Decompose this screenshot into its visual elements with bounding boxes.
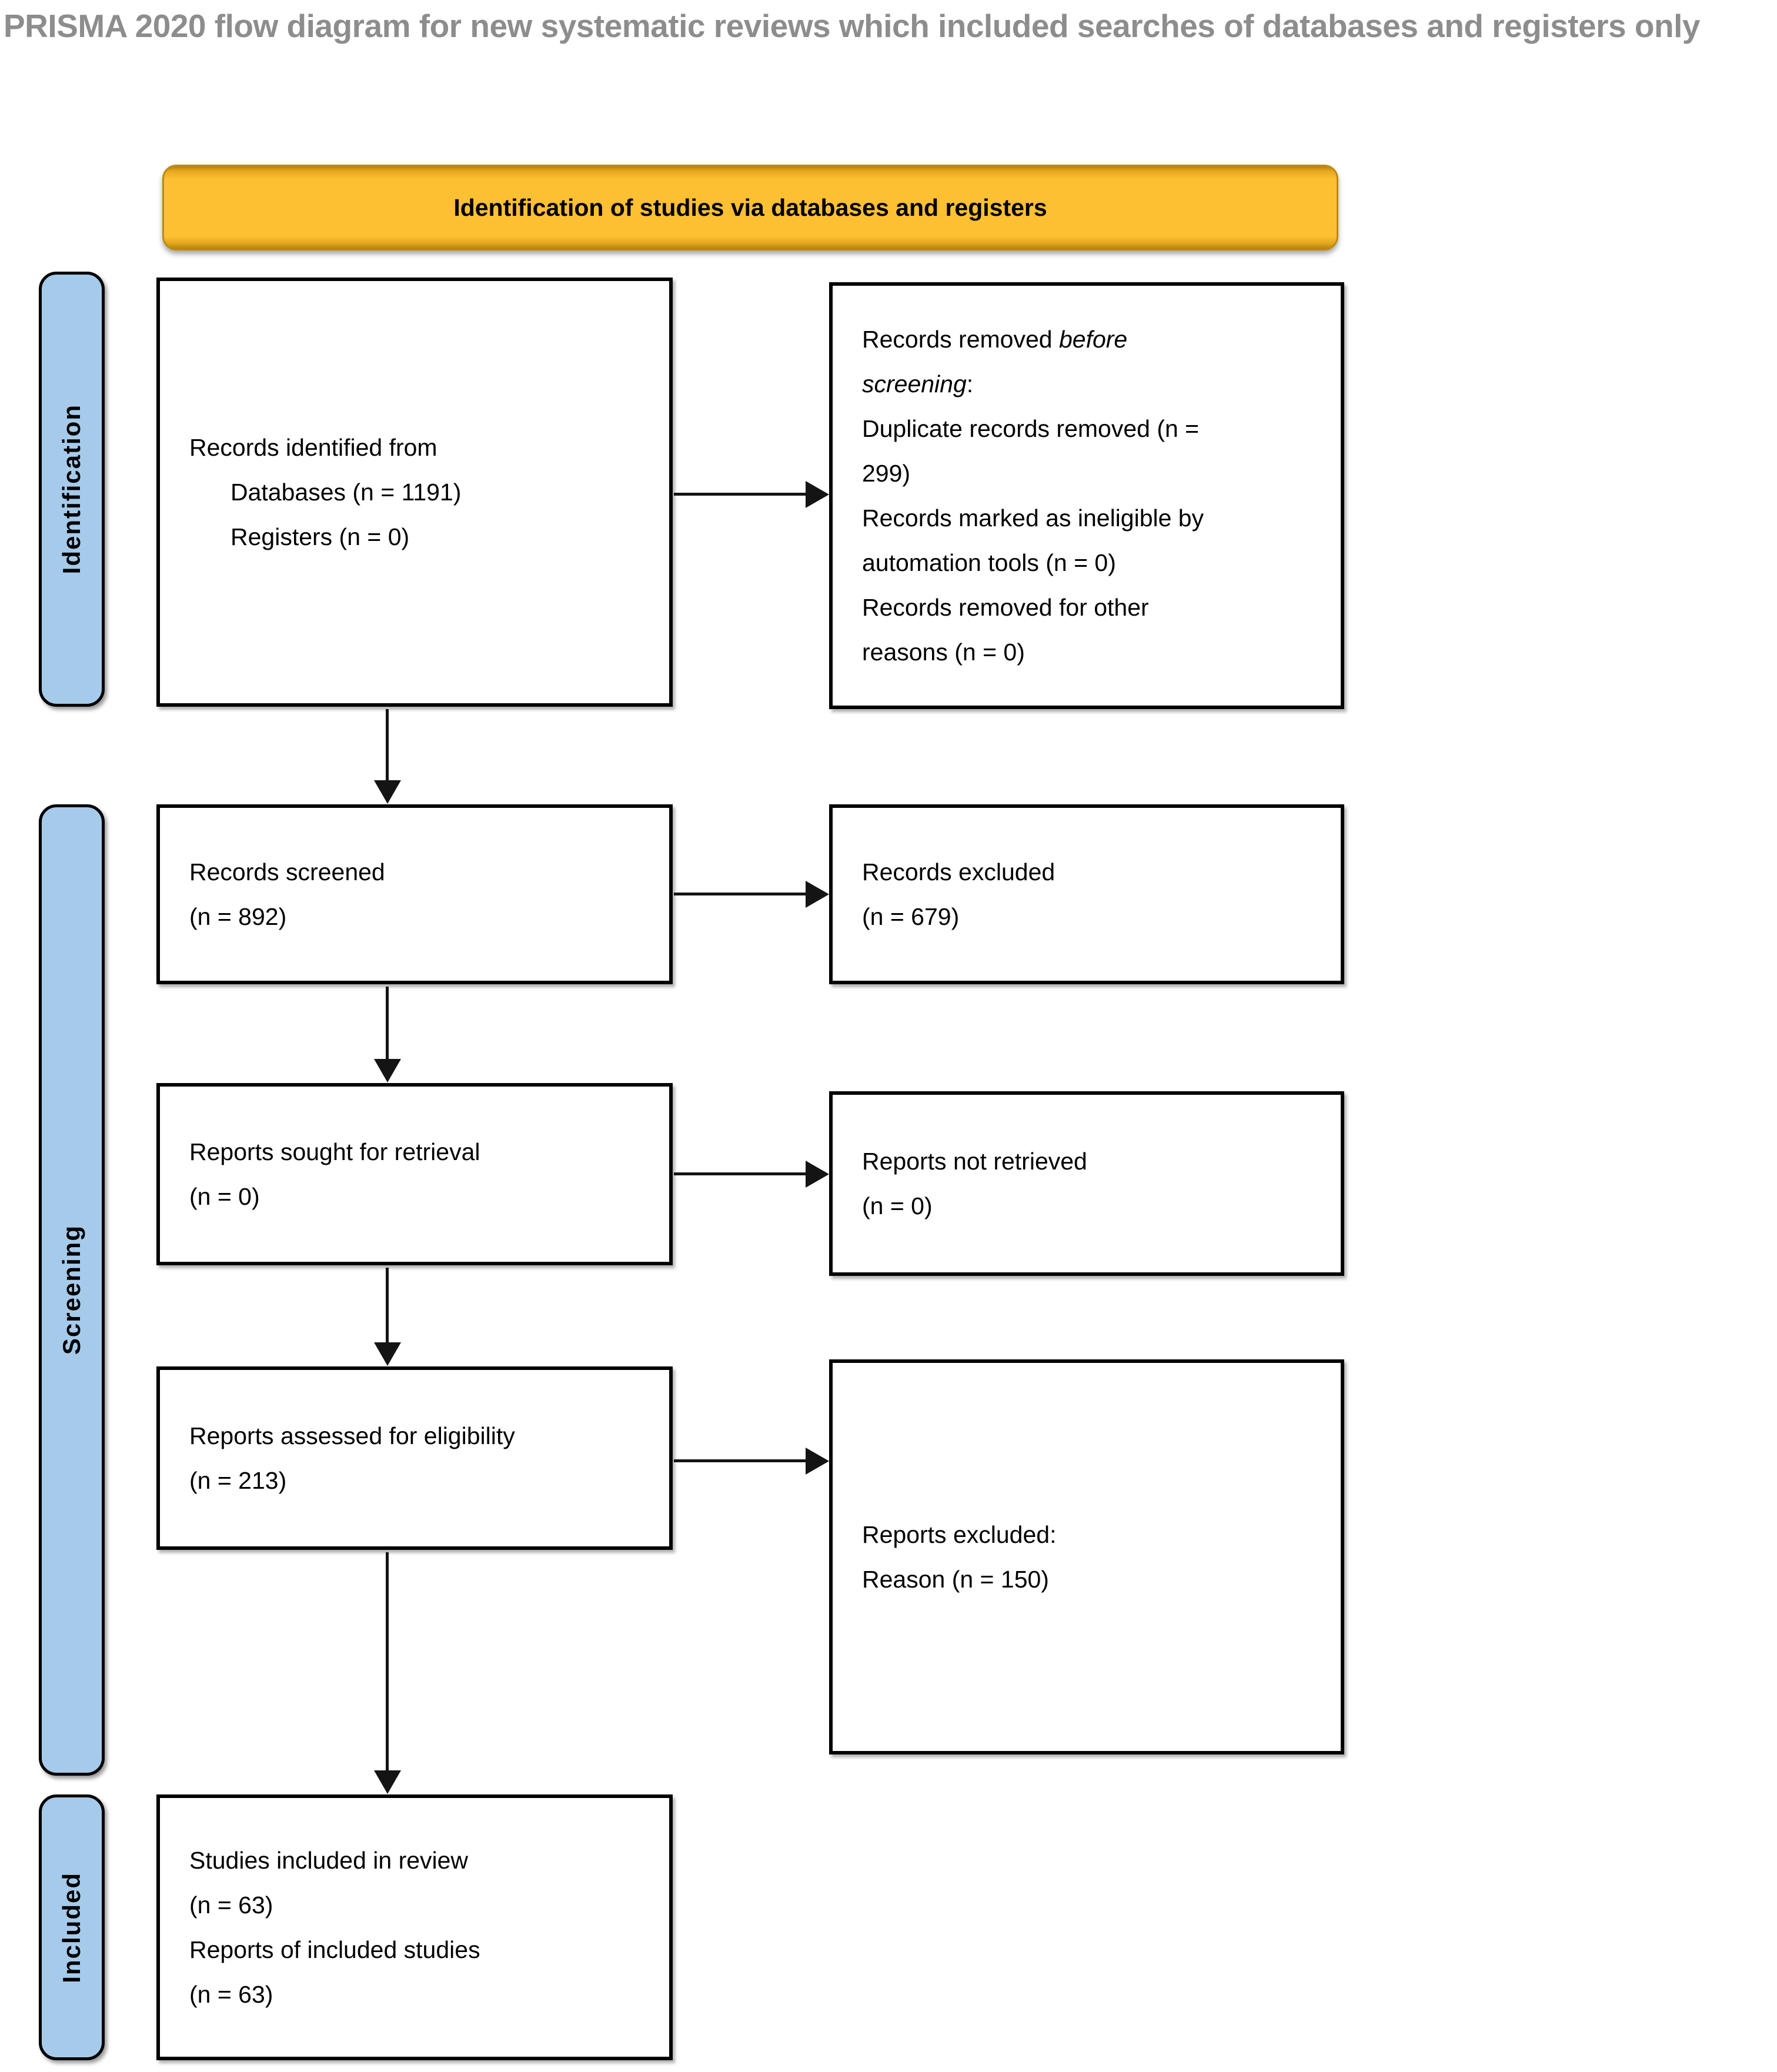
box-text-segment: Records removed	[862, 326, 1059, 353]
box-text-line: Studies included in review	[189, 1847, 469, 1874]
stage-tab-identification: Identification	[39, 272, 105, 707]
box-text-line: Reports assessed for eligibility	[189, 1422, 515, 1449]
box-text-line: (n = 892)	[189, 903, 287, 930]
arrow-identified-to-removed	[674, 493, 806, 496]
box-text-segment: :	[966, 370, 974, 397]
box-text-line: (n = 63)	[189, 1981, 273, 2008]
box-reports-excluded: Reports excluded: Reason (n = 150)	[829, 1359, 1344, 1754]
arrow-screened-to-excluded	[674, 893, 806, 895]
box-records-screened: Records screened (n = 892)	[156, 804, 673, 984]
box-records-excluded: Records excluded (n = 679)	[829, 804, 1344, 984]
arrow-identified-to-screened	[386, 709, 389, 781]
box-text-line: Duplicate records removed (n =	[862, 415, 1200, 442]
box-text-line: Records screened	[189, 858, 385, 885]
stage-label-included: Included	[58, 1872, 85, 1983]
arrow-screened-to-sought	[386, 987, 389, 1060]
box-text-line: Records identified from	[189, 434, 437, 461]
box-records-identified: Records identified from Databases (n = 1…	[156, 278, 673, 707]
box-text-line: Records removed for other	[862, 594, 1149, 621]
box-text-line: screening:	[862, 362, 1317, 406]
stage-label-screening: Screening	[58, 1225, 85, 1355]
box-text-line: Records excluded	[862, 858, 1055, 885]
box-records-removed-before-screening: Records removed before screening: Duplic…	[829, 282, 1344, 709]
box-text-line: (n = 0)	[862, 1192, 933, 1219]
box-studies-included-in-review: Studies included in review (n = 63) Repo…	[156, 1794, 673, 2060]
page-title: PRISMA 2020 flow diagram for new systema…	[4, 8, 1700, 44]
box-text-line: Reports of included studies	[189, 1936, 480, 1963]
arrow-sought-to-assessed	[386, 1268, 389, 1343]
box-text-line: reasons (n = 0)	[862, 639, 1025, 666]
box-text-line: (n = 679)	[862, 903, 960, 930]
box-reports-assessed-for-eligibility: Reports assessed for eligibility (n = 21…	[156, 1366, 673, 1550]
box-text-line: Reason (n = 150)	[862, 1566, 1049, 1593]
box-text-line: (n = 213)	[189, 1467, 287, 1494]
box-text-line: automation tools (n = 0)	[862, 549, 1116, 576]
arrow-sought-to-not-retrieved	[674, 1172, 806, 1175]
box-text-line: Reports excluded:	[862, 1521, 1057, 1548]
banner-label: Identification of studies via databases …	[453, 193, 1047, 221]
box-text-segment-italic: before	[1058, 326, 1128, 353]
stage-tab-screening: Screening	[39, 804, 105, 1776]
box-text-line: 299)	[862, 460, 911, 487]
identification-banner: Identification of studies via databases …	[162, 165, 1338, 250]
box-text-line: Databases (n = 1191)	[231, 479, 462, 506]
box-text-line: (n = 63)	[189, 1891, 273, 1919]
box-reports-sought-for-retrieval: Reports sought for retrieval (n = 0)	[156, 1083, 673, 1265]
box-text-line: Registers (n = 0)	[231, 523, 410, 550]
box-text-line: Reports not retrieved	[862, 1148, 1087, 1175]
box-reports-not-retrieved: Reports not retrieved (n = 0)	[829, 1091, 1344, 1276]
box-text-segment-italic: screening	[862, 370, 967, 397]
box-text-line: (n = 0)	[189, 1183, 260, 1210]
stage-tab-included: Included	[39, 1794, 105, 2060]
stage-label-identification: Identification	[58, 404, 85, 574]
box-text-line: Reports sought for retrieval	[189, 1138, 480, 1165]
box-text-line: Records removed before	[862, 317, 1317, 362]
arrow-assessed-to-included	[386, 1552, 389, 1771]
arrow-assessed-to-reports-excluded	[674, 1459, 806, 1462]
box-text-line: Records marked as ineligible by	[862, 504, 1204, 532]
